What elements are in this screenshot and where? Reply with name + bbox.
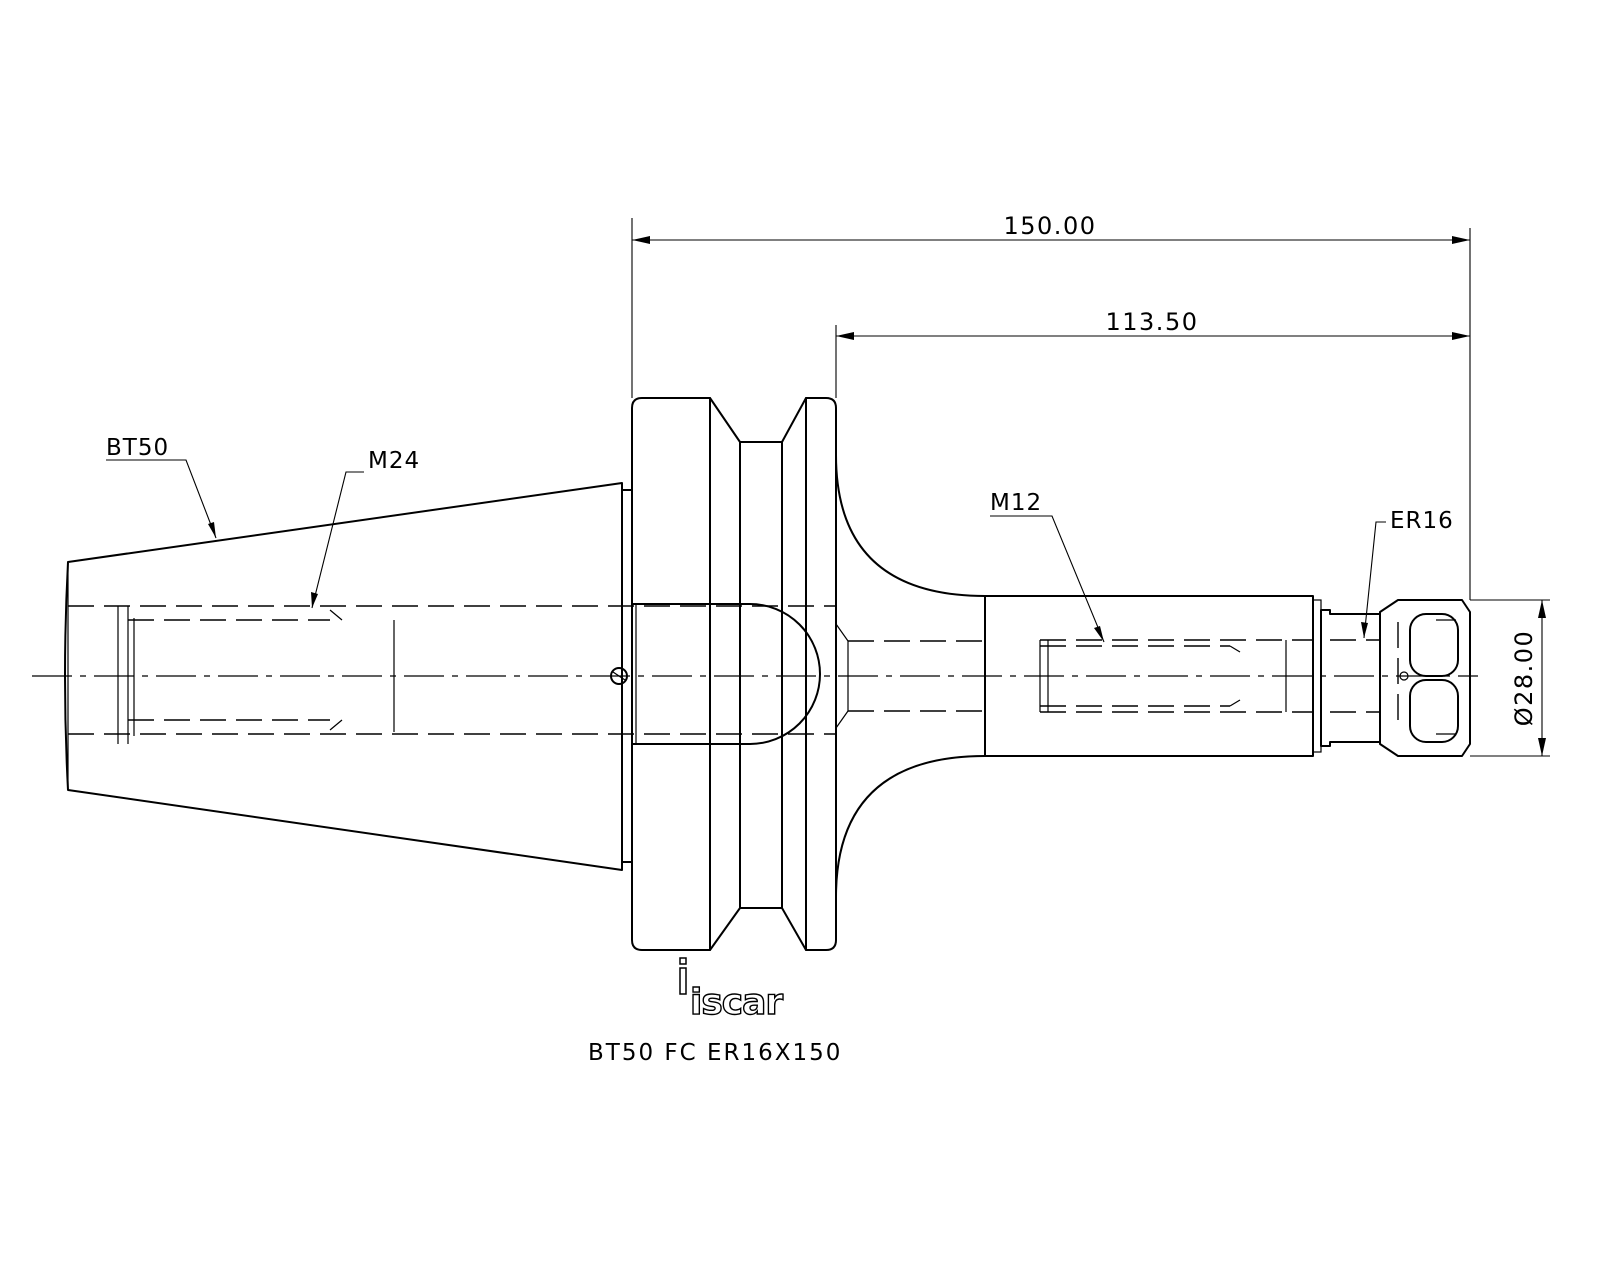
callout-m12-text: M12 xyxy=(990,490,1042,516)
key-slot xyxy=(610,603,821,745)
neck-body xyxy=(835,454,1322,898)
er16-nut xyxy=(1379,599,1471,757)
callout-bt50: BT50 xyxy=(106,435,217,539)
callout-m24-text: M24 xyxy=(368,448,420,474)
part-number: BT50 FC ER16X150 xyxy=(588,1040,842,1066)
dim-gauge-length: 113.50 xyxy=(835,308,1470,398)
m24-bore-hidden xyxy=(68,605,835,744)
dim-overall-length-text: 150.00 xyxy=(1004,212,1097,240)
callout-er16: ER16 xyxy=(1361,508,1454,639)
flange xyxy=(631,397,837,951)
dim-diameter: Ø28.00 xyxy=(1470,599,1550,757)
dim-gauge-length-text: 113.50 xyxy=(1106,308,1199,336)
neck-bore-hidden xyxy=(835,623,985,729)
m12-thread-hidden xyxy=(1039,639,1313,713)
iscar-logo-text: iscar xyxy=(690,982,783,1023)
collet-nose xyxy=(1320,609,1381,747)
callout-m12: M12 xyxy=(990,490,1105,643)
dim-overall-length: 150.00 xyxy=(631,212,1471,600)
callout-m24: M24 xyxy=(311,448,420,609)
iscar-logo: iscar xyxy=(679,957,785,1024)
dim-diameter-text: Ø28.00 xyxy=(1510,630,1538,727)
callout-bt50-text: BT50 xyxy=(106,435,169,461)
callout-er16-text: ER16 xyxy=(1390,508,1454,534)
